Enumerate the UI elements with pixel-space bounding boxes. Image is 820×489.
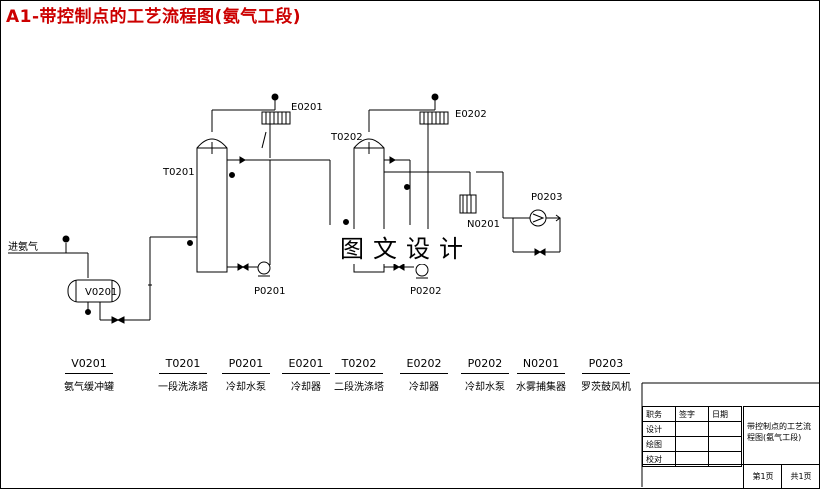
legend-tag: P0201 — [228, 357, 264, 370]
v0201-tag: V0201 — [85, 287, 117, 298]
legend-divider — [65, 373, 113, 374]
tb-col-role: 职务 — [642, 406, 676, 422]
tb-sheet: 第1页 — [743, 464, 782, 488]
legend-name: 冷却水泵 — [465, 382, 505, 393]
legend-name: 二段洗涤塔 — [334, 382, 384, 393]
legend-divider — [222, 373, 270, 374]
t0201-wash-column — [196, 138, 228, 273]
tb-row-draw: 绘图 — [642, 436, 676, 452]
legend-tag: P0202 — [467, 357, 503, 370]
legend-name: 冷却器 — [291, 382, 321, 393]
e0201-tag: E0201 — [291, 102, 323, 113]
tb-col-date: 日期 — [708, 406, 742, 422]
legend-divider — [461, 373, 509, 374]
t0202-tag: T0202 — [330, 132, 363, 143]
p0202-tag: P0202 — [410, 286, 441, 297]
tb-blank — [642, 464, 743, 488]
p0201-pump — [257, 261, 271, 275]
v0201-drain-valve — [85, 309, 91, 315]
tb-drawing-name: 带控制点的工艺流程图(氨气工段) — [743, 406, 819, 464]
legend-divider — [335, 373, 383, 374]
p0202-pump — [415, 263, 429, 277]
tb-total: 共1页 — [781, 464, 820, 488]
legend-tag: P0203 — [588, 357, 624, 370]
inlet-label: 进氨气 — [8, 240, 38, 253]
e0201-cooler — [261, 111, 291, 125]
title-block-signatures: 职务 签字 日期 设计 绘图 校对 — [642, 406, 742, 467]
legend-tag: T0202 — [341, 357, 377, 370]
tb-row-design: 设计 — [642, 421, 676, 437]
legend-tag: T0201 — [165, 357, 201, 370]
legend-divider — [159, 373, 207, 374]
legend-tag: N0201 — [522, 357, 560, 370]
legend-name: 氨气缓冲罐 — [64, 382, 114, 393]
e0202-tag: E0202 — [455, 109, 487, 120]
e0201-vent-gauge — [271, 93, 279, 101]
legend-divider — [517, 373, 565, 374]
legend-name: 一段洗涤塔 — [158, 382, 208, 393]
drawing-title: A1-带控制点的工艺流程图(氨气工段) — [6, 7, 302, 27]
watermark: 图文设计 — [336, 229, 476, 264]
v0201-buffer-tank — [67, 279, 121, 303]
n0201-mist-eliminator — [459, 194, 477, 214]
legend-name: 冷却器 — [409, 382, 439, 393]
p0203-tag: P0203 — [531, 192, 562, 203]
v0201-outlet-valve — [111, 316, 125, 324]
p0201-tag: P0201 — [254, 286, 285, 297]
legend-name: 水雾捕集器 — [516, 382, 566, 393]
legend-divider — [282, 373, 330, 374]
tb-col-sign: 签字 — [675, 406, 709, 422]
legend-tag: V0201 — [71, 357, 107, 370]
e0202-cooler — [419, 111, 449, 125]
legend-tag: E0202 — [406, 357, 442, 370]
t0201-tag: T0201 — [162, 167, 195, 178]
legend-name: 罗茨鼓风机 — [581, 382, 631, 393]
n0201-tag: N0201 — [467, 219, 500, 230]
inlet-pressure-gauge — [62, 235, 70, 243]
legend-divider — [400, 373, 448, 374]
legend-name: 冷却水泵 — [226, 382, 266, 393]
legend-divider — [582, 373, 630, 374]
legend-tag: E0201 — [288, 357, 324, 370]
